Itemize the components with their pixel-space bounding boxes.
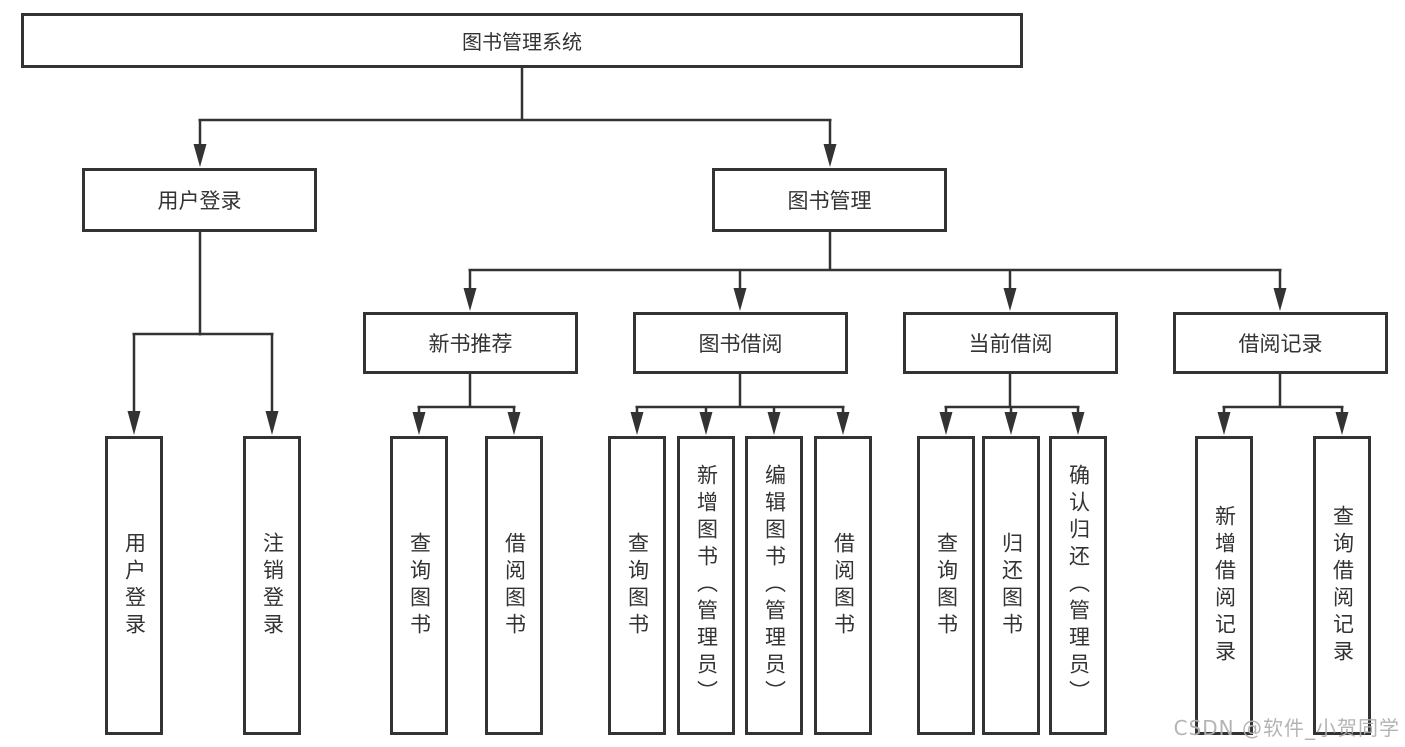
leaf-confirm-return-admin: 确认归还（管理员） [1049, 436, 1107, 735]
arrowheads [127, 144, 1349, 435]
node-label: 注销登录 [260, 531, 285, 640]
leaf-add-borrow-record: 新增借阅记录 [1195, 436, 1253, 735]
leaf-logout: 注销登录 [243, 436, 301, 735]
node-book-borrow: 图书借阅 [633, 312, 848, 374]
leaf-query-books: 查询图书 [608, 436, 666, 735]
node-label: 查询图书 [625, 531, 650, 640]
node-label: 用户登录 [122, 531, 147, 640]
node-label: 图书管理系统 [462, 30, 582, 54]
leaf-query-books: 查询图书 [917, 436, 975, 735]
node-label: 图书借阅 [698, 332, 783, 356]
node-label: 确认归还（管理员） [1066, 464, 1091, 707]
leaf-query-books: 查询图书 [390, 436, 448, 735]
leaf-user-login: 用户登录 [105, 436, 163, 735]
node-label: 新增借阅记录 [1212, 504, 1237, 667]
node-book-management: 图书管理 [712, 168, 947, 232]
node-label: 新书推荐 [428, 332, 513, 356]
node-user-login: 用户登录 [82, 168, 317, 232]
node-label: 新增图书（管理员） [694, 464, 719, 707]
leaf-return-books: 归还图书 [982, 436, 1040, 735]
node-label: 编辑图书（管理员） [762, 464, 787, 707]
leaf-borrow-books: 借阅图书 [814, 436, 872, 735]
node-label: 查询图书 [934, 531, 959, 640]
node-label: 借阅记录 [1238, 332, 1323, 356]
node-label: 图书管理 [787, 189, 872, 213]
node-label: 用户登录 [157, 189, 242, 213]
csdn-watermark: CSDN @软件_小贺同学 [1173, 716, 1400, 740]
leaf-query-borrow-record: 查询借阅记录 [1313, 436, 1371, 735]
node-label: 查询图书 [407, 531, 432, 640]
node-label: 借阅图书 [502, 531, 527, 640]
node-label: 归还图书 [999, 531, 1024, 640]
node-label: 借阅图书 [831, 531, 856, 640]
leaf-borrow-books: 借阅图书 [485, 436, 543, 735]
node-borrow-records: 借阅记录 [1173, 312, 1388, 374]
node-label: 查询借阅记录 [1330, 504, 1355, 667]
node-current-borrow: 当前借阅 [903, 312, 1118, 374]
root-node-library-system: 图书管理系统 [21, 13, 1023, 68]
leaf-add-books-admin: 新增图书（管理员） [677, 436, 735, 735]
node-label: 当前借阅 [968, 332, 1053, 356]
node-new-book-recommend: 新书推荐 [363, 312, 578, 374]
leaf-edit-books-admin: 编辑图书（管理员） [745, 436, 803, 735]
